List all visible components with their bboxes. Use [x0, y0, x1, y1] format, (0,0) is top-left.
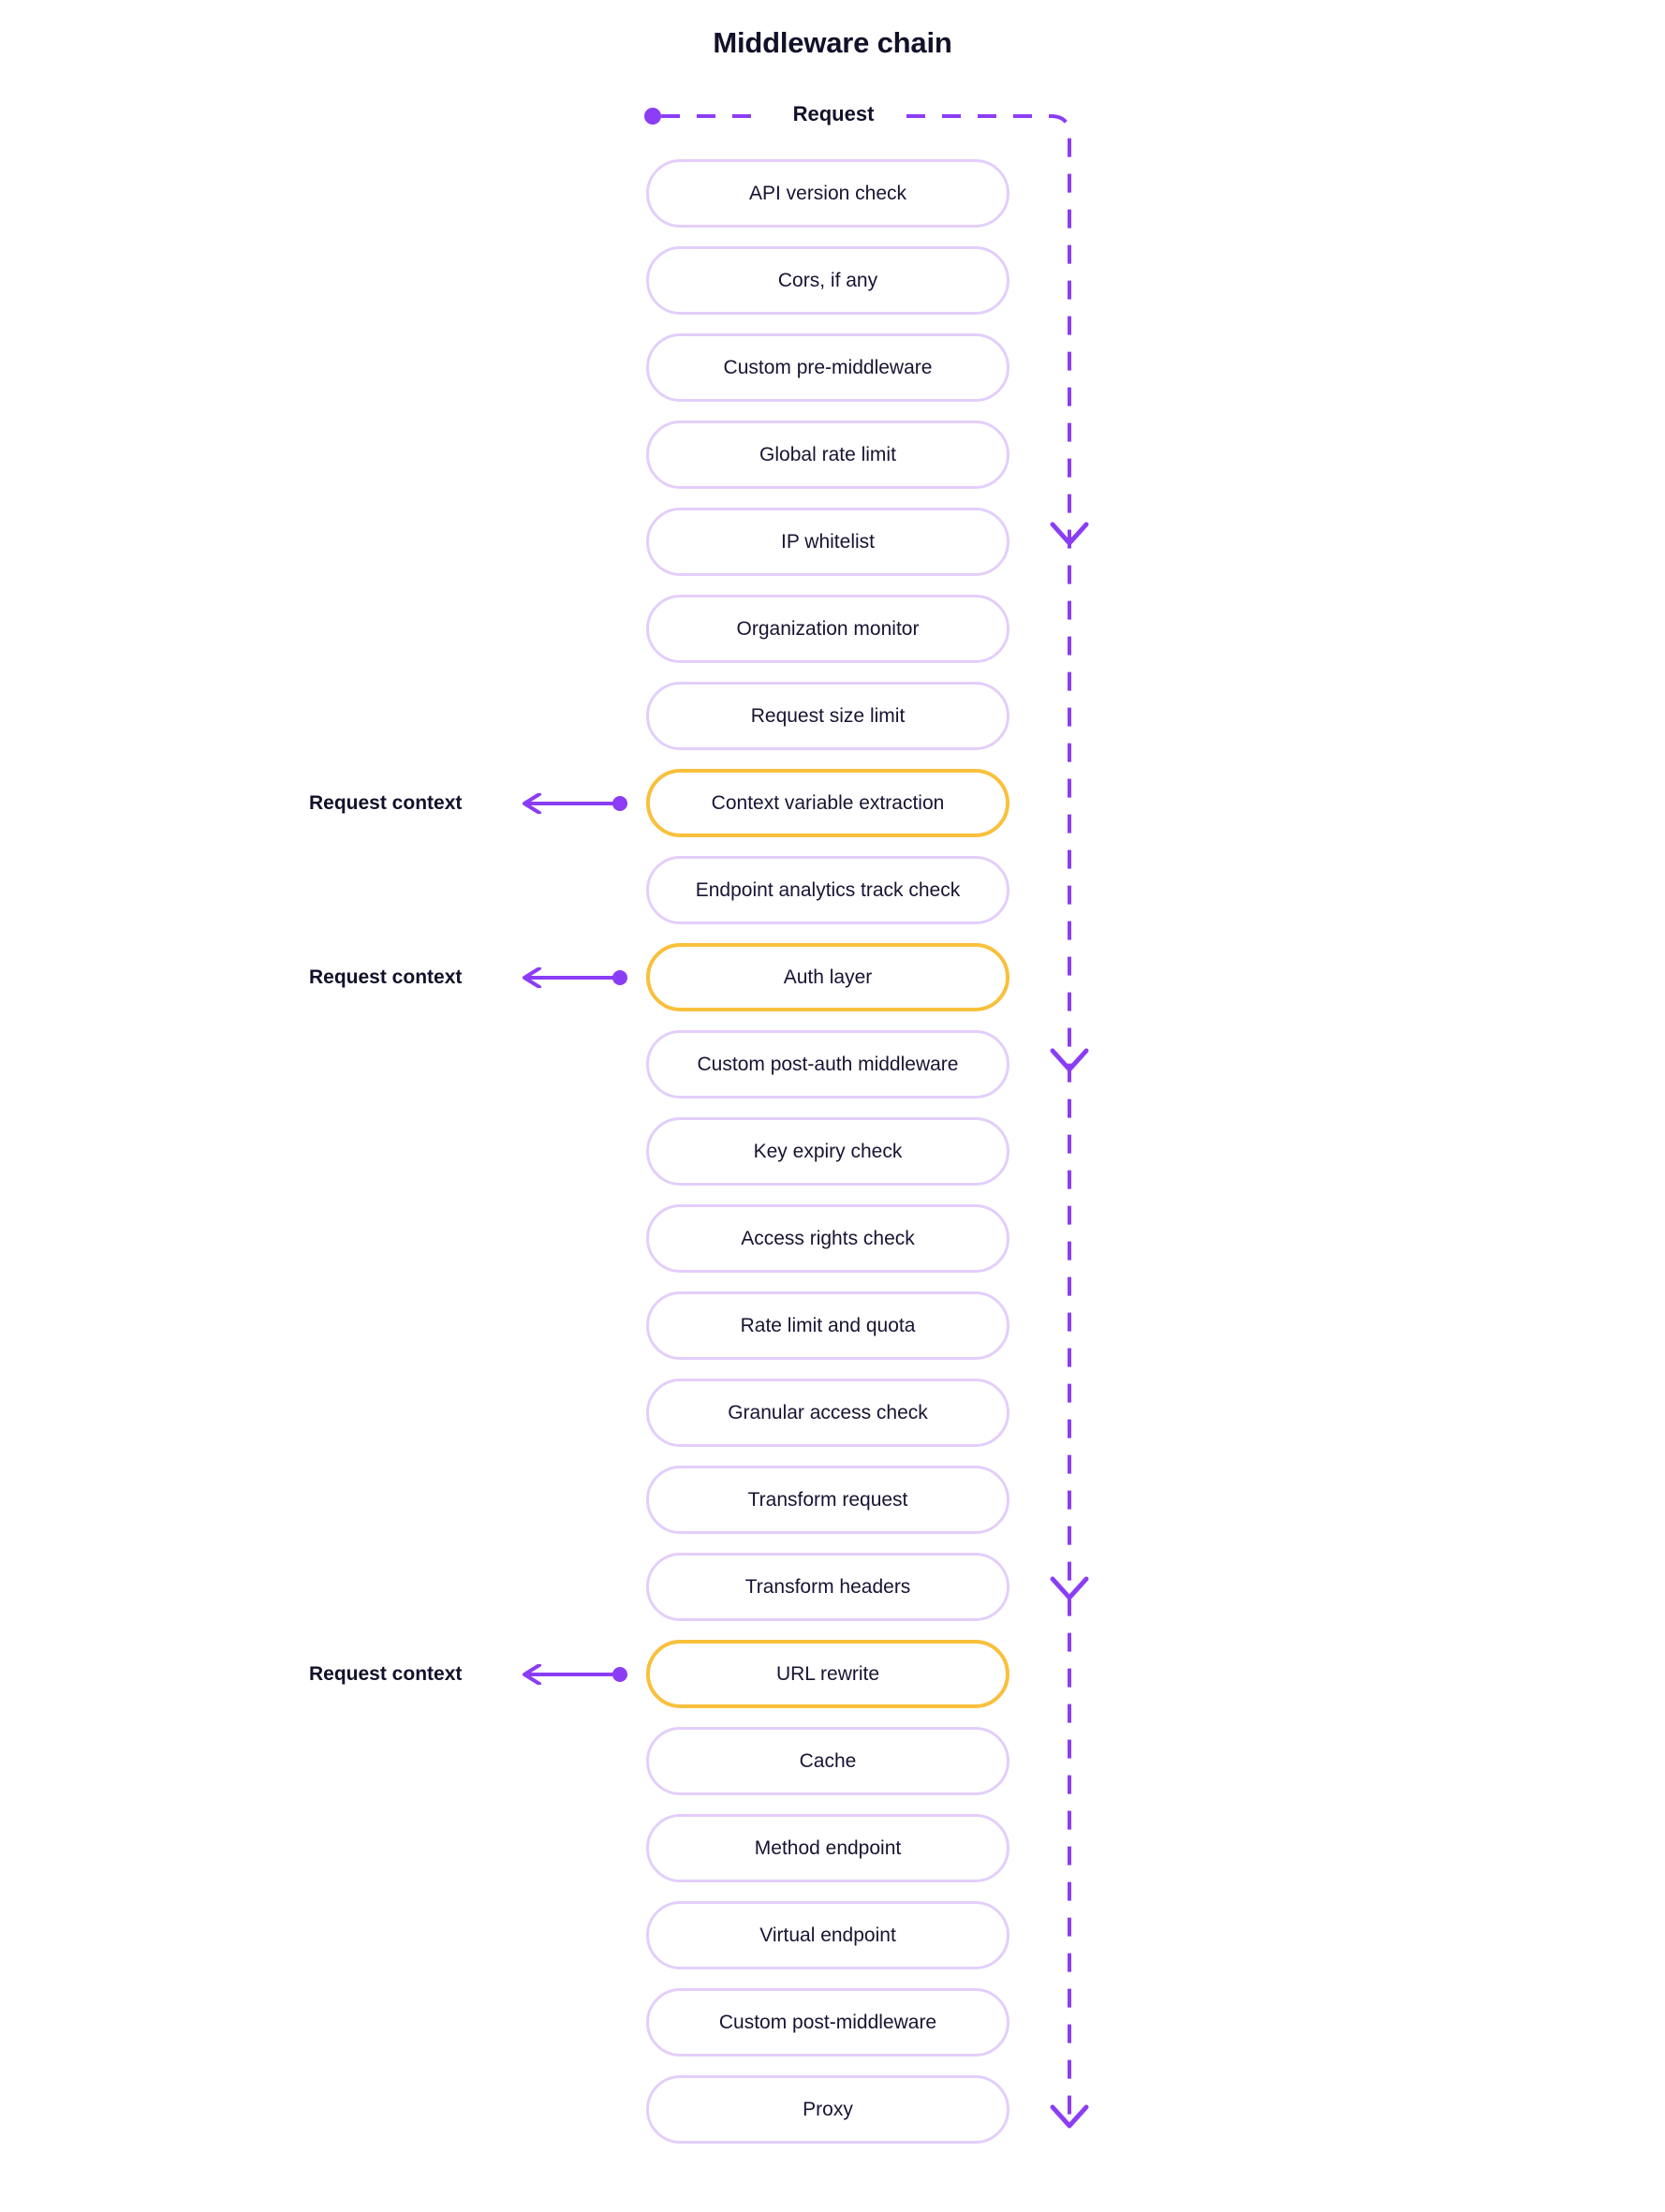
middleware-step-highlighted[interactable]: Auth layer: [646, 943, 1009, 1011]
request-context-arrow-icon: [482, 966, 627, 988]
middleware-step-label: Rate limit and quota: [740, 1315, 916, 1336]
middleware-step[interactable]: Custom post-auth middleware: [646, 1030, 1009, 1099]
page-title: Middleware chain: [713, 26, 952, 59]
middleware-step-label: Global rate limit: [759, 444, 896, 465]
middleware-step-label: Request size limit: [750, 705, 906, 727]
middleware-step-label: Auth layer: [783, 966, 873, 988]
middleware-step-label: Custom post-auth middleware: [697, 1054, 959, 1075]
middleware-step-label: Key expiry check: [753, 1141, 903, 1162]
middleware-step[interactable]: Granular access check: [646, 1379, 1009, 1447]
request-context-arrow-icon: [482, 1663, 627, 1685]
flow-arrowhead-3: [1050, 1576, 1089, 1600]
middleware-step[interactable]: Transform request: [646, 1466, 1009, 1534]
middleware-step[interactable]: Global rate limit: [646, 420, 1009, 489]
middleware-step-highlighted[interactable]: URL rewrite: [646, 1640, 1009, 1708]
middleware-step[interactable]: Access rights check: [646, 1204, 1009, 1273]
middleware-step-label: Custom post-middleware: [718, 2012, 937, 2033]
flow-arrowhead-4: [1050, 2104, 1089, 2129]
middleware-step[interactable]: Cache: [646, 1727, 1009, 1795]
flow-start-dot: [644, 108, 661, 125]
middleware-step-label: Access rights check: [741, 1228, 915, 1249]
middleware-step[interactable]: Key expiry check: [646, 1117, 1009, 1186]
middleware-step[interactable]: Method endpoint: [646, 1814, 1009, 1882]
middleware-step-label: Method endpoint: [754, 1837, 902, 1859]
middleware-step-label: Organization monitor: [736, 618, 920, 640]
middleware-step[interactable]: Rate limit and quota: [646, 1291, 1009, 1360]
middleware-step[interactable]: Transform headers: [646, 1553, 1009, 1621]
middleware-step-label: Endpoint analytics track check: [695, 879, 961, 901]
request-context-label: Request context: [309, 791, 463, 814]
middleware-step-highlighted[interactable]: Context variable extraction: [646, 769, 1009, 837]
flow-arrowhead-2: [1050, 1048, 1089, 1072]
middleware-step-label: Proxy: [803, 2099, 853, 2120]
middleware-step-label: Transform headers: [744, 1576, 911, 1598]
middleware-step[interactable]: Virtual endpoint: [646, 1901, 1009, 1969]
middleware-step-label: Granular access check: [728, 1402, 928, 1423]
middleware-step-label: Context variable extraction: [711, 792, 945, 814]
middleware-step-label: Transform request: [747, 1489, 908, 1511]
middleware-step[interactable]: Custom post-middleware: [646, 1988, 1009, 2057]
middleware-step[interactable]: Endpoint analytics track check: [646, 856, 1009, 924]
middleware-step-label: API version check: [748, 183, 907, 204]
flow-arrowhead-1: [1050, 522, 1089, 546]
middleware-step-label: URL rewrite: [775, 1663, 880, 1685]
middleware-step[interactable]: IP whitelist: [646, 508, 1009, 576]
request-label: Request: [792, 102, 875, 125]
request-context-label: Request context: [309, 966, 463, 988]
middleware-step-label: Cache: [799, 1750, 857, 1772]
request-context-label: Request context: [309, 1662, 463, 1685]
middleware-step-label: Virtual endpoint: [759, 1924, 896, 1946]
middleware-step[interactable]: Custom pre-middleware: [646, 333, 1009, 402]
middleware-step-label: IP whitelist: [781, 531, 875, 553]
request-context-annotation: Request context: [309, 769, 627, 837]
middleware-step-label: Custom pre-middleware: [723, 357, 933, 378]
middleware-step[interactable]: Request size limit: [646, 682, 1009, 750]
request-context-annotation: Request context: [309, 943, 627, 1011]
request-context-arrow-icon: [482, 792, 627, 814]
request-context-annotation: Request context: [309, 1640, 627, 1708]
middleware-step[interactable]: API version check: [646, 159, 1009, 228]
middleware-step[interactable]: Cors, if any: [646, 246, 1009, 315]
middleware-step[interactable]: Organization monitor: [646, 595, 1009, 663]
middleware-step-label: Cors, if any: [777, 270, 878, 291]
middleware-step[interactable]: Proxy: [646, 2075, 1009, 2144]
